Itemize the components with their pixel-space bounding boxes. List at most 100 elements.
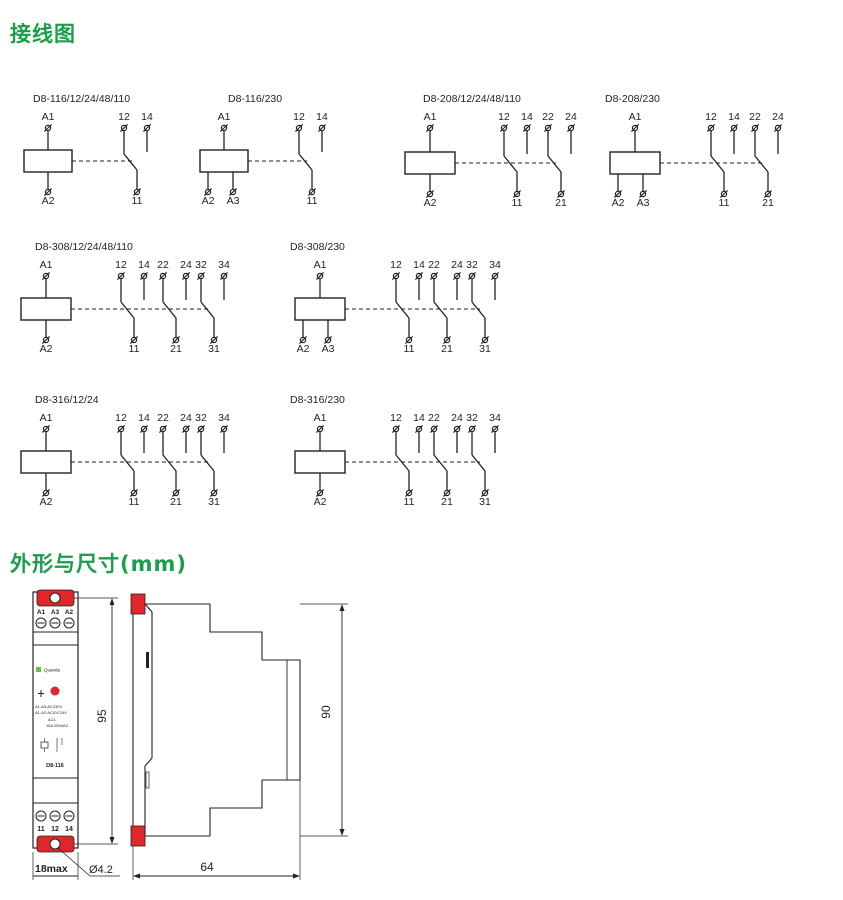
terminal-circle [426, 190, 434, 198]
terminal-slash [158, 424, 168, 434]
terminal-circle [140, 272, 148, 280]
dim-label-90: 90 [319, 705, 333, 719]
wiring-diagram-title: 接线图 [10, 22, 76, 46]
terminal-symbol [315, 271, 325, 281]
terminal-label-nc: 32 [195, 259, 207, 271]
terminal-slash [116, 424, 126, 434]
terminal-circle [159, 272, 167, 280]
contact-blade [123, 153, 138, 171]
terminal-label-nc: 12 [115, 259, 127, 271]
coil-box [294, 297, 346, 321]
terminal-circle [468, 272, 476, 280]
terminal-circle [491, 425, 499, 433]
terminal-symbol [391, 424, 401, 434]
terminal-symbol [404, 488, 414, 498]
terminal-circle [764, 190, 772, 198]
terminal-slash [425, 123, 435, 133]
terminal-slash [490, 424, 500, 434]
terminal-label-a1: A1 [314, 259, 327, 271]
terminal-symbol [294, 123, 304, 133]
terminal-slash [158, 271, 168, 281]
terminal-circle [324, 336, 332, 344]
terminal-symbol [41, 424, 51, 434]
terminal-symbol [556, 189, 566, 199]
terminal-symbol [763, 189, 773, 199]
terminal-circle [544, 124, 552, 132]
terminal-label-no: 14 [316, 111, 328, 123]
terminal-circle [308, 188, 316, 196]
dim-label-64: 64 [200, 860, 214, 874]
terminal-symbol [425, 123, 435, 133]
terminal-label-no: 34 [218, 259, 230, 271]
terminal-slash [490, 271, 500, 281]
terminal-circle [42, 272, 50, 280]
terminal-symbol [171, 488, 181, 498]
arrow-head [339, 829, 345, 836]
terminal-symbol [158, 424, 168, 434]
terminal-label-no: 14 [521, 111, 533, 123]
terminal-slash [317, 123, 327, 133]
terminal-label-com: 11 [404, 496, 415, 508]
terminal-slash [638, 189, 648, 199]
terminal-circle [415, 425, 423, 433]
contact-blade [433, 301, 448, 319]
terminal-circle [500, 124, 508, 132]
terminal-symbol [158, 271, 168, 281]
terminal-label-nc: 32 [195, 412, 207, 424]
terminal-circle [707, 124, 715, 132]
terminal-circle [140, 425, 148, 433]
terminal-symbol [566, 123, 576, 133]
terminal-label-a1: A1 [40, 259, 53, 271]
terminal-circle [523, 124, 531, 132]
terminal-label-com: 21 [762, 197, 774, 209]
terminal-label-a1: A1 [314, 412, 327, 424]
terminal-circle [316, 489, 324, 497]
terminal-slash [41, 424, 51, 434]
model-label: D8-316/230 [290, 394, 345, 406]
terminal-label-nc: 22 [428, 259, 440, 271]
terminal-circle [220, 124, 228, 132]
terminal-slash [480, 488, 490, 498]
terminal-circle [405, 336, 413, 344]
terminal-circle [42, 336, 50, 344]
contact-blade [471, 301, 486, 319]
terminal-slash [298, 335, 308, 345]
terminal-label-no: 34 [489, 259, 501, 271]
terminal-circle [182, 272, 190, 280]
terminal-circle [229, 188, 237, 196]
terminal-symbol [442, 488, 452, 498]
terminal-symbol [706, 123, 716, 133]
contact-blade [395, 454, 410, 472]
front-model-label: D8-116 [46, 763, 64, 769]
terminal-symbol [543, 123, 553, 133]
terminal-label-nc: 22 [157, 412, 169, 424]
terminal-circle [453, 272, 461, 280]
terminal-slash [43, 123, 53, 133]
terminal-label-com: 31 [479, 496, 491, 508]
model-label: D8-116/230 [228, 93, 282, 105]
terminal-slash [442, 488, 452, 498]
terminal-label-nc: 12 [293, 111, 305, 123]
terminal-circle [513, 190, 521, 198]
terminal-slash [41, 335, 51, 345]
terminal-circle [220, 272, 228, 280]
terminal-slash [467, 271, 477, 281]
terminal-symbol [442, 335, 452, 345]
terminal-slash [307, 187, 317, 197]
terminal-symbol [219, 271, 229, 281]
terminal-symbol [729, 123, 739, 133]
brand-logo [36, 667, 41, 672]
terminal-label-no: 34 [218, 412, 230, 424]
contact-blade [298, 153, 313, 171]
